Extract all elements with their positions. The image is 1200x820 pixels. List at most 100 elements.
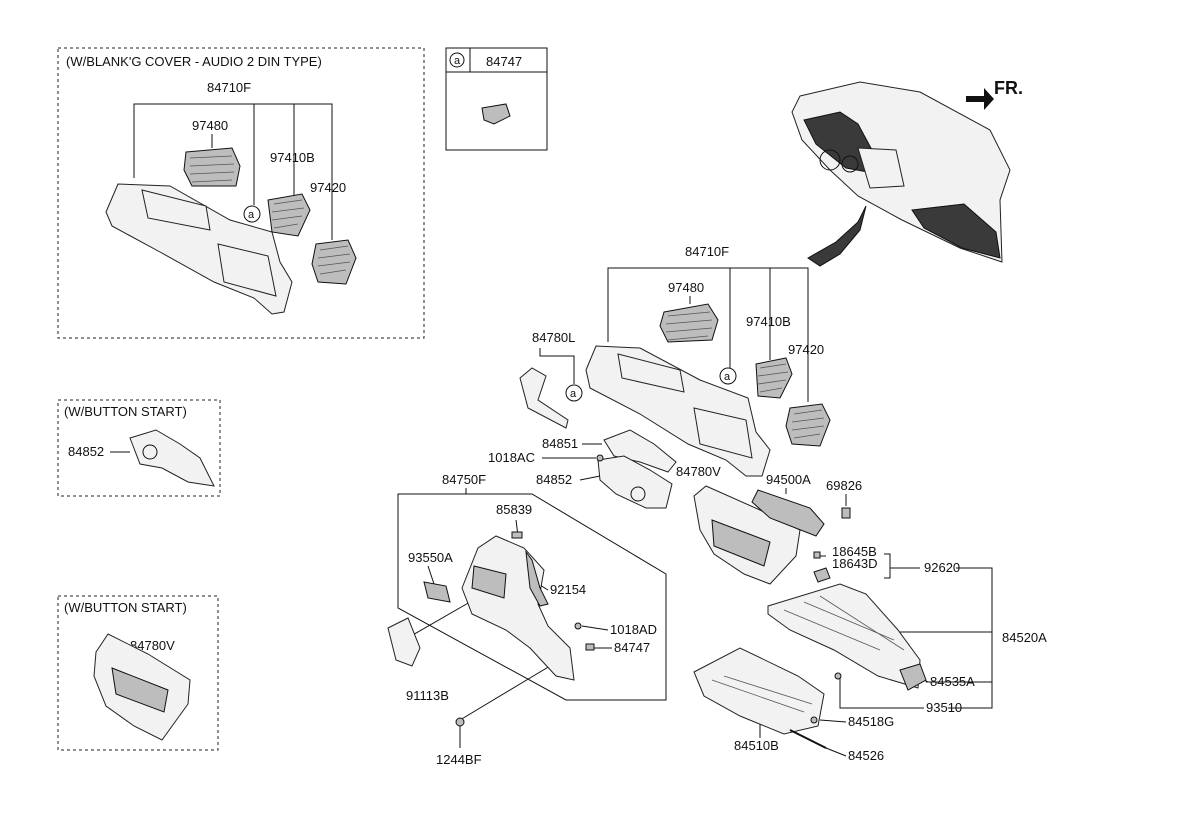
screw-84518G-icon <box>810 716 818 724</box>
steering-shrouds: 84851 1018AC 84852 <box>488 429 677 509</box>
inset-button-start-2: (W/BUTTON START) 84780V <box>57 595 219 751</box>
label-92154: 92154 <box>550 582 586 597</box>
callout-a-legend-text: a <box>454 55 461 67</box>
screw-1018AC-icon <box>596 454 604 462</box>
label-84526: 84526 <box>848 748 884 763</box>
callout-a-inset-text: a <box>248 209 255 221</box>
main-crash-pad: 84710F 97480 97410B 97420 84780L a <box>519 244 831 477</box>
callout-a-side <box>565 384 583 402</box>
cluster-opening-inset <box>141 189 211 231</box>
label-84780V-inset: 84780V <box>130 638 175 653</box>
label-91113B: 91113B <box>406 688 449 703</box>
clip-84747-icon <box>481 103 511 125</box>
inset-title-button-start-2: (W/BUTTON START) <box>64 600 187 615</box>
detail-pointer <box>807 205 867 267</box>
side-trim-84780L <box>519 367 569 429</box>
front-label: FR. <box>994 78 1023 98</box>
frame-84750F <box>397 488 667 701</box>
clip-85839-icon <box>511 531 523 539</box>
lower-crash-pad: 84750F 85839 93550A 92154 1018AD 84747 9… <box>387 472 667 767</box>
label-97410B: 97410B <box>746 314 791 329</box>
switch-69826-icon <box>841 507 851 519</box>
screw-1018AD-icon <box>574 622 582 630</box>
label-18643D: 18643D <box>832 556 878 571</box>
display-opening-inset <box>217 243 277 297</box>
inset-audio-2din: (W/BLANK'G COVER - AUDIO 2 DIN TYPE) 847… <box>57 47 425 339</box>
label-92620: 92620 <box>924 560 960 575</box>
inset-title-button-start-1: (W/BUTTON START) <box>64 404 187 419</box>
label-97480-inset: 97480 <box>192 118 228 133</box>
center-fascia: 84780V 94500A 69826 <box>676 464 862 585</box>
label-84851: 84851 <box>542 436 578 451</box>
lower-panel-84750F <box>461 535 575 681</box>
label-97420: 97420 <box>788 342 824 357</box>
vent-97410B-inset <box>267 193 311 237</box>
label-69826: 69826 <box>826 478 862 493</box>
inset-button-start-1: (W/BUTTON START) 84852 <box>57 399 221 497</box>
lamp-18643D <box>813 567 831 583</box>
label-84747: 84747 <box>614 640 650 655</box>
damper-84526 <box>789 729 827 749</box>
label-94500A: 94500A <box>766 472 811 487</box>
label-84852-inset: 84852 <box>68 444 104 459</box>
label-93550A: 93550A <box>408 550 453 565</box>
cover-91113B <box>387 617 421 667</box>
legend-a-box: a 84747 <box>445 47 548 151</box>
callout-a-main-text: a <box>724 371 731 383</box>
label-97410B-inset: 97410B <box>270 150 315 165</box>
latch-84535A <box>899 663 927 691</box>
label-84750F: 84750F <box>442 472 486 487</box>
legend-part-84747: 84747 <box>486 54 522 69</box>
callout-a-inset <box>243 205 261 223</box>
label-97480: 97480 <box>668 280 704 295</box>
crash-pad-panel-inset <box>105 183 293 315</box>
inset-title-audio: (W/BLANK'G COVER - AUDIO 2 DIN TYPE) <box>66 54 322 69</box>
crash-pad-panel <box>585 345 771 477</box>
screw-93510-icon <box>834 672 842 680</box>
vent-97480 <box>659 303 719 343</box>
front-arrow-icon <box>966 88 994 110</box>
label-1018AC: 1018AC <box>488 450 535 465</box>
switch-93550A <box>423 581 451 603</box>
glove-box-door-84510B <box>693 647 825 735</box>
leader-84710F <box>607 267 809 402</box>
dashboard-center-stack <box>857 147 905 189</box>
callout-a-legend <box>449 52 465 68</box>
cluster-opening <box>617 353 685 393</box>
label-84710F-inset: 84710F <box>207 80 251 95</box>
dashboard-overview: FR. <box>791 78 1023 267</box>
leader-92620 <box>948 567 993 709</box>
label-84510B: 84510B <box>734 738 779 753</box>
label-93510: 93510 <box>926 700 962 715</box>
cable-92154 <box>525 550 549 607</box>
label-85839: 85839 <box>496 502 532 517</box>
label-84780V: 84780V <box>676 464 721 479</box>
heater-control-94500A <box>751 489 825 537</box>
label-84518G: 84518G <box>848 714 894 729</box>
vent-97420 <box>785 403 831 447</box>
label-84780L: 84780L <box>532 330 575 345</box>
bulb-18645B-icon <box>813 551 821 559</box>
glove-box-housing-84520A <box>767 583 921 689</box>
vent-97410B <box>755 357 793 399</box>
leader-84710F-inset <box>133 103 333 240</box>
label-18645B: 18645B <box>832 544 877 559</box>
callout-a-main <box>719 367 737 385</box>
lower-shroud-84852 <box>597 455 673 509</box>
label-84710F: 84710F <box>685 244 729 259</box>
screw-1244BF-icon <box>455 717 465 727</box>
label-1244BF: 1244BF <box>436 752 482 767</box>
vent-97420-inset <box>311 239 357 285</box>
inset-frame-audio <box>57 47 425 339</box>
label-97420-inset: 97420 <box>310 180 346 195</box>
callout-a-side-text: a <box>570 388 577 400</box>
shroud-84852-inset <box>129 429 215 487</box>
bracket-18645B-18643D <box>884 553 891 579</box>
clip-84747-icon <box>585 643 595 651</box>
display-opening <box>693 407 753 459</box>
label-84852: 84852 <box>536 472 572 487</box>
label-1018AD: 1018AD <box>610 622 657 637</box>
label-84520A: 84520A <box>1002 630 1047 645</box>
leader-84780L <box>539 348 575 384</box>
